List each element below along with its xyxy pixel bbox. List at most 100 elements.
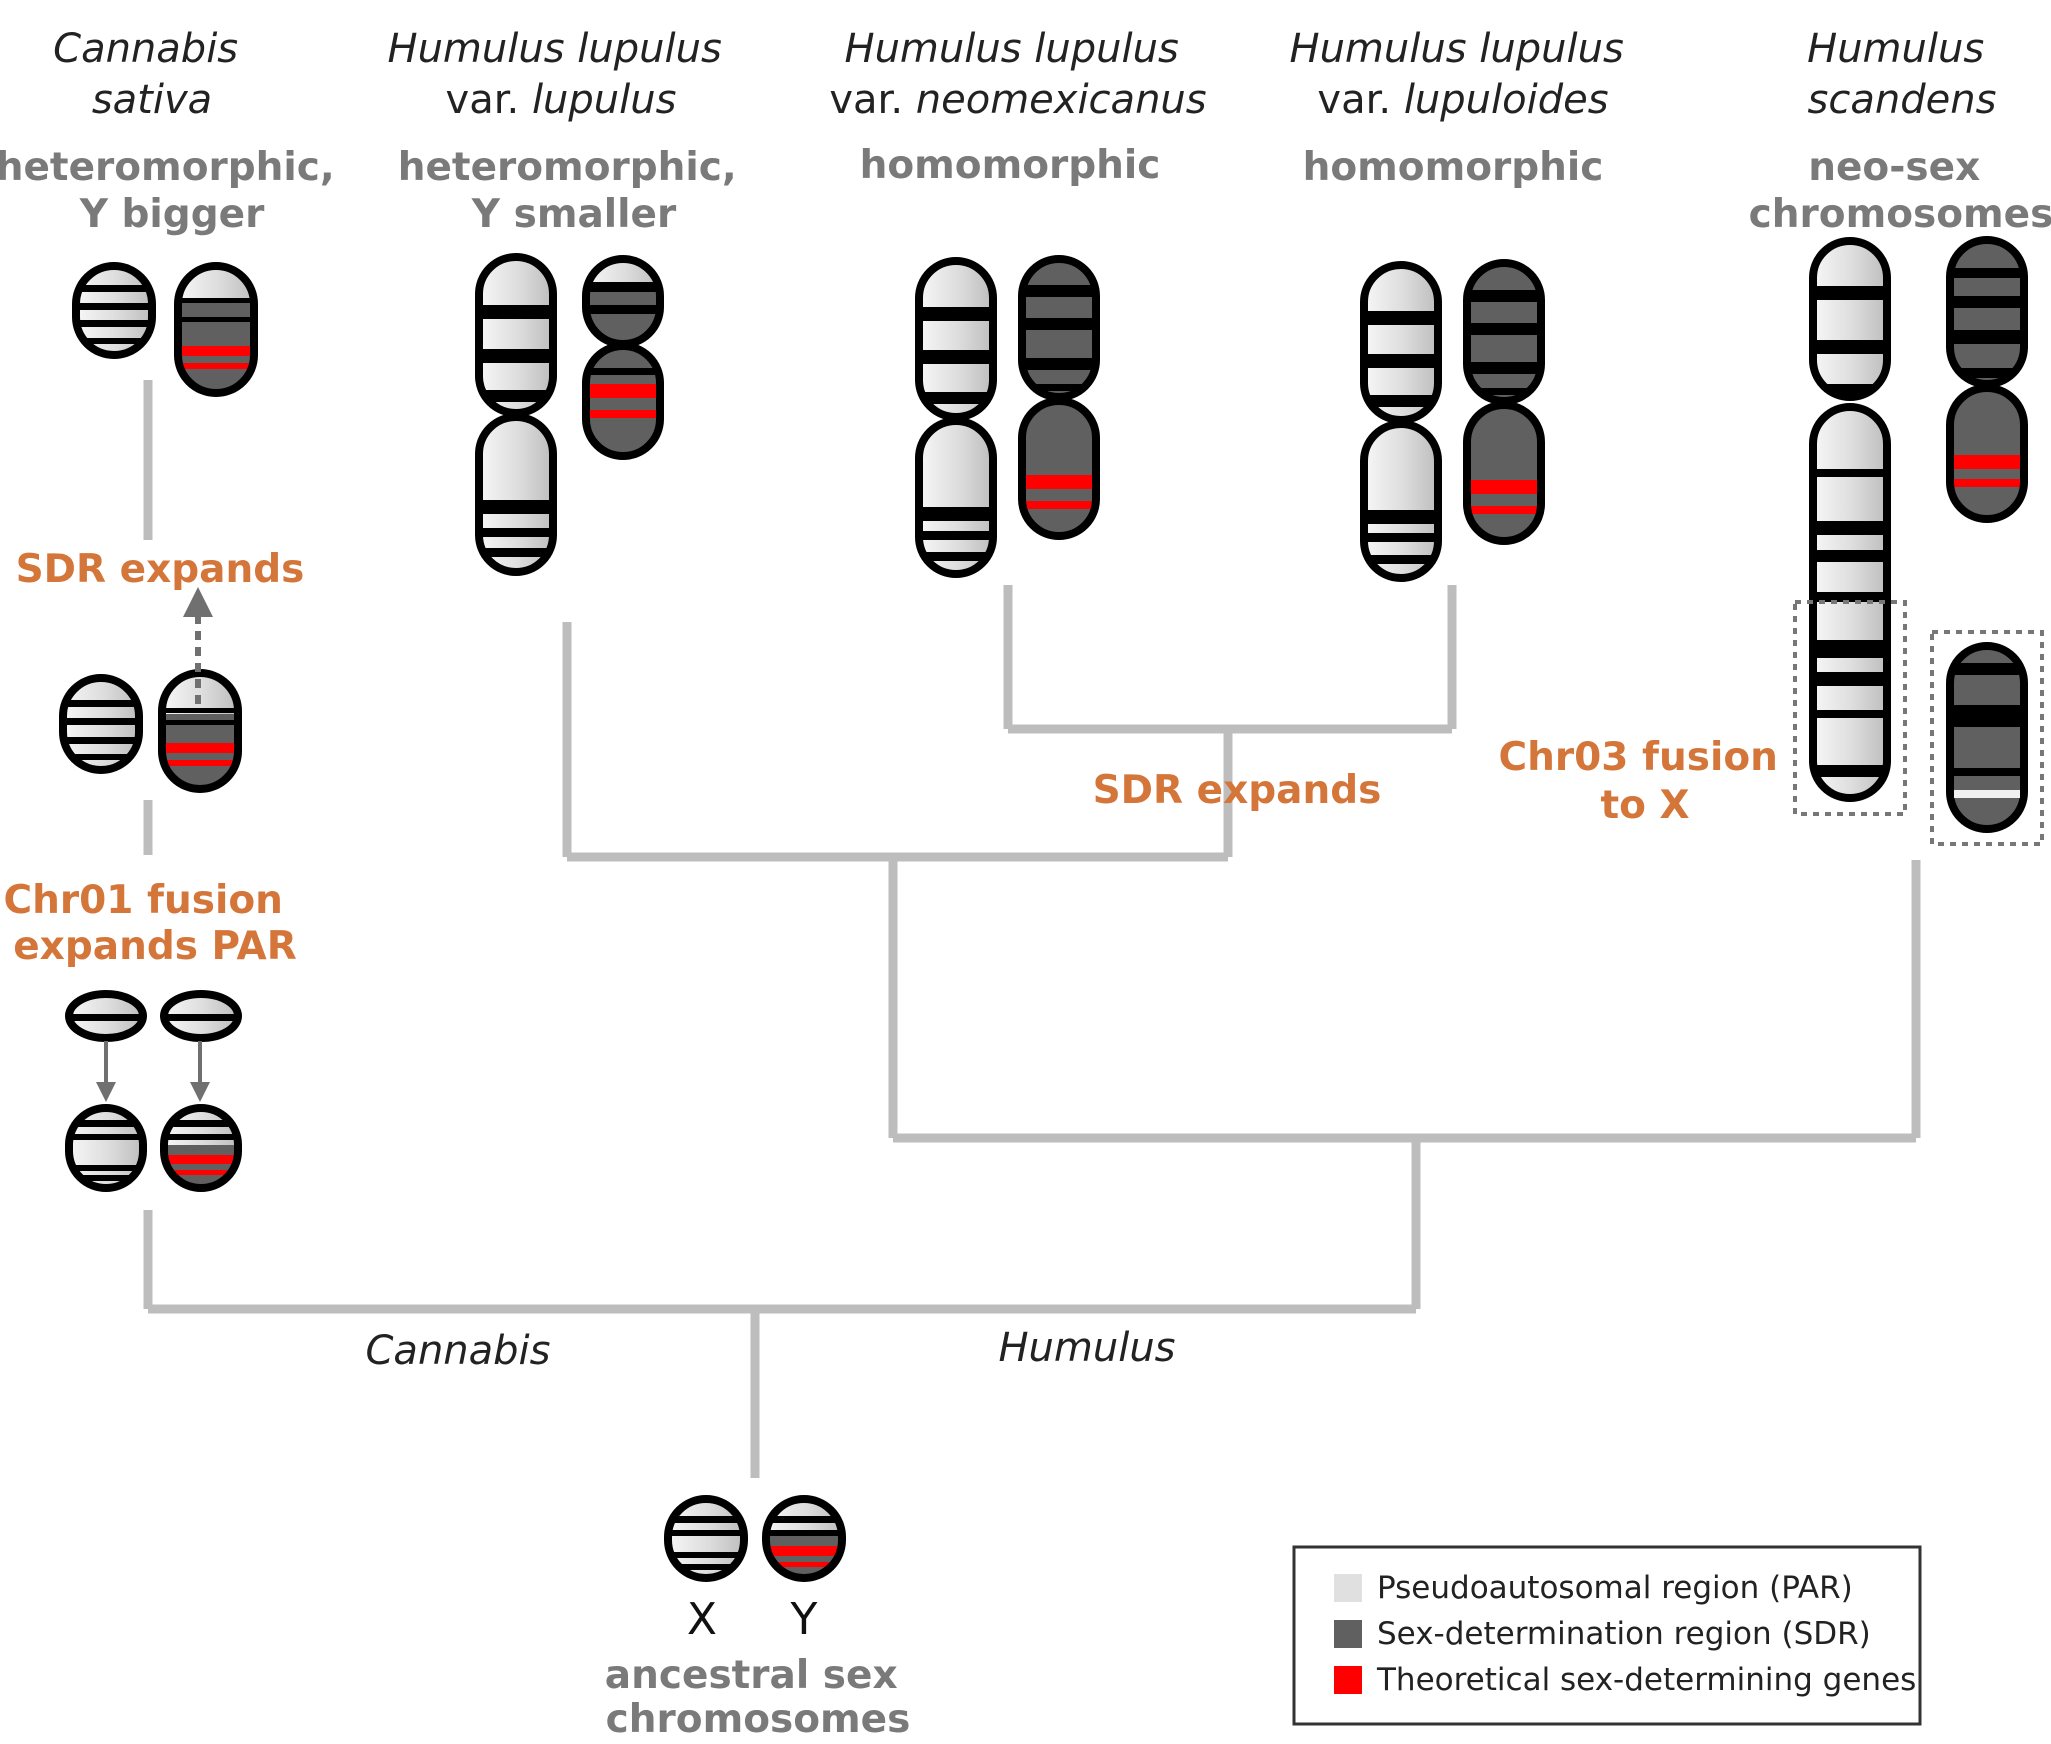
chromosome-cs-y bbox=[174, 262, 258, 397]
status-humulus-scandens: neo-sex chromosomes bbox=[1749, 145, 2051, 237]
status-line: homomorphic bbox=[1303, 145, 1604, 190]
legend-swatch-par bbox=[1334, 1574, 1362, 1602]
species-name-segment: Humulus bbox=[1807, 26, 1984, 72]
chromosome-arm bbox=[162, 673, 238, 789]
species-name-segment: var. bbox=[829, 77, 915, 123]
status-line: Y bigger bbox=[79, 192, 265, 237]
chromosome-cl-y-top bbox=[160, 990, 242, 1042]
species-name-segment: lupuloides bbox=[1404, 77, 1609, 123]
chromosome-arm bbox=[164, 1108, 238, 1188]
chromosome-arm bbox=[1467, 263, 1541, 401]
species-name-segment: Cannabis bbox=[53, 26, 238, 72]
event-chr03-fusion: Chr03 fusion to X bbox=[1499, 735, 1792, 828]
species-name-segment: Humulus lupulus bbox=[845, 26, 1179, 72]
species-name-segment: Humulus lupulus bbox=[1290, 26, 1624, 72]
event-chr01-fusion: Chr01 fusion expands PAR bbox=[4, 878, 297, 969]
species-name-segment: neomexicanus bbox=[916, 77, 1207, 123]
species-name-cannabis-sativa: Cannabis sativa bbox=[53, 26, 251, 123]
chromosome-arm bbox=[1364, 424, 1438, 578]
clade-label-cannabis: Cannabis bbox=[366, 1328, 551, 1374]
species-name-line: var. lupulus bbox=[446, 77, 677, 123]
status-line: chromosomes bbox=[1749, 192, 2051, 237]
chromosome-arm bbox=[919, 261, 993, 417]
chromosome-arm bbox=[1950, 240, 2024, 384]
chromosome-arm bbox=[63, 678, 139, 770]
species-name-line: Humulus lupulus bbox=[388, 26, 722, 72]
species-name-segment: Humulus lupulus bbox=[388, 26, 722, 72]
species-name-line: Humulus bbox=[1807, 26, 1984, 72]
species-name-line: var. lupuloides bbox=[1317, 77, 1608, 123]
species-labels: Cannabis sativa Humulus lupulus var. lup… bbox=[53, 26, 1997, 123]
status-humulus-lupulus-lupulus: heteromorphic, Y smaller bbox=[398, 145, 751, 237]
species-name-segment: var. bbox=[446, 77, 532, 123]
status-line: Y smaller bbox=[471, 192, 677, 237]
ancestral-y-label: Y bbox=[790, 1594, 818, 1645]
legend-label-genes: Theoretical sex-determining genes bbox=[1376, 1662, 1916, 1698]
neo-y-light-band bbox=[1954, 790, 2020, 798]
chromosome-cm-x bbox=[59, 674, 143, 774]
chromosome-hp-y bbox=[1463, 259, 1545, 545]
chromosome-arm bbox=[479, 257, 553, 413]
chromosome-arm bbox=[1364, 265, 1438, 420]
chromosome-arm bbox=[1950, 646, 2024, 829]
species-name-humulus-scandens: Humulus scandens bbox=[1807, 26, 1997, 123]
status-labels: heteromorphic, Y bigger heteromorphic, Y… bbox=[0, 143, 2051, 237]
legend-swatch-genes bbox=[1334, 1666, 1362, 1694]
chromosome-hl-x bbox=[475, 253, 557, 576]
event-line: Chr01 fusion bbox=[4, 878, 283, 923]
ancestral-label-line: chromosomes bbox=[606, 1697, 911, 1742]
chromosome-anc-x bbox=[664, 1495, 748, 1582]
chromosome-arm bbox=[919, 421, 993, 574]
species-name-line: Humulus lupulus bbox=[1290, 26, 1624, 72]
chromosome-cs-x bbox=[72, 262, 156, 359]
species-name-segment: scandens bbox=[1808, 77, 1997, 123]
chromosome-hl-y bbox=[582, 255, 664, 460]
legend: Pseudoautosomal region (PAR) Sex-determi… bbox=[1292, 1545, 1922, 1726]
species-name-line: Humulus lupulus bbox=[845, 26, 1179, 72]
chromosome-arm bbox=[1022, 401, 1096, 536]
legend-box bbox=[1292, 1545, 1922, 1726]
chromosome-arm bbox=[1950, 388, 2024, 519]
phylogenetic-tree bbox=[143, 380, 1921, 1478]
species-name-segment: sativa bbox=[92, 77, 212, 123]
species-name-humulus-lupulus-lupuloides: Humulus lupulus var. lupuloides bbox=[1290, 26, 1637, 123]
ancestral-label-line: ancestral sex bbox=[605, 1653, 898, 1698]
legend-label-sdr: Sex-determination region (SDR) bbox=[1377, 1616, 1871, 1652]
species-name-line: var. neomexicanus bbox=[829, 77, 1206, 123]
species-name-segment: var. bbox=[1317, 77, 1403, 123]
ancestral-x-label: X bbox=[687, 1594, 717, 1645]
chromosome-hn-x bbox=[915, 257, 997, 578]
event-markers bbox=[96, 587, 2044, 1102]
chromosome-cm-y bbox=[158, 669, 242, 793]
status-line: neo-sex bbox=[1808, 145, 1980, 190]
species-name-humulus-lupulus-neomexicanus: Humulus lupulus var. neomexicanus bbox=[829, 26, 1206, 123]
clade-label-humulus: Humulus bbox=[998, 1325, 1175, 1371]
chromosome-arm bbox=[586, 346, 660, 456]
chromosome-arm bbox=[1467, 405, 1541, 541]
chromosome-hn-y bbox=[1018, 255, 1100, 540]
chromosome-arm bbox=[479, 417, 553, 572]
event-line: Chr03 fusion bbox=[1499, 735, 1778, 780]
status-line: heteromorphic, bbox=[398, 145, 737, 190]
event-sdr-expands-cannabis: SDR expands bbox=[16, 547, 305, 592]
legend-swatch-sdr bbox=[1334, 1620, 1362, 1648]
chromosome-arm bbox=[178, 266, 254, 393]
status-humulus-lupulus-lupuloides: homomorphic bbox=[1303, 145, 1604, 190]
event-labels: SDR expands Chr01 fusion expands PAR SDR… bbox=[4, 547, 1792, 969]
chr03-fusion-box-y bbox=[1930, 630, 2044, 846]
status-line: homomorphic bbox=[860, 143, 1161, 188]
chromosome-hs-x bbox=[1809, 237, 1891, 802]
chromosome-anc-y bbox=[762, 1495, 846, 1582]
species-name-line: sativa bbox=[92, 77, 212, 123]
species-name-humulus-lupulus-lupulus: Humulus lupulus var. lupulus bbox=[388, 26, 735, 123]
chromosome-cl-x-top bbox=[65, 990, 147, 1042]
species-name-line: Cannabis bbox=[53, 26, 238, 72]
event-line: to X bbox=[1600, 783, 1689, 828]
event-sdr-expands-humulus: SDR expands bbox=[1093, 768, 1382, 813]
chr03-fusion-box-x bbox=[1793, 600, 1907, 816]
legend-label-par: Pseudoautosomal region (PAR) bbox=[1377, 1570, 1853, 1606]
chromosome-arm bbox=[1813, 407, 1887, 798]
chromosome-hp-x bbox=[1360, 261, 1442, 582]
chromosome-drawings bbox=[59, 236, 2028, 1582]
